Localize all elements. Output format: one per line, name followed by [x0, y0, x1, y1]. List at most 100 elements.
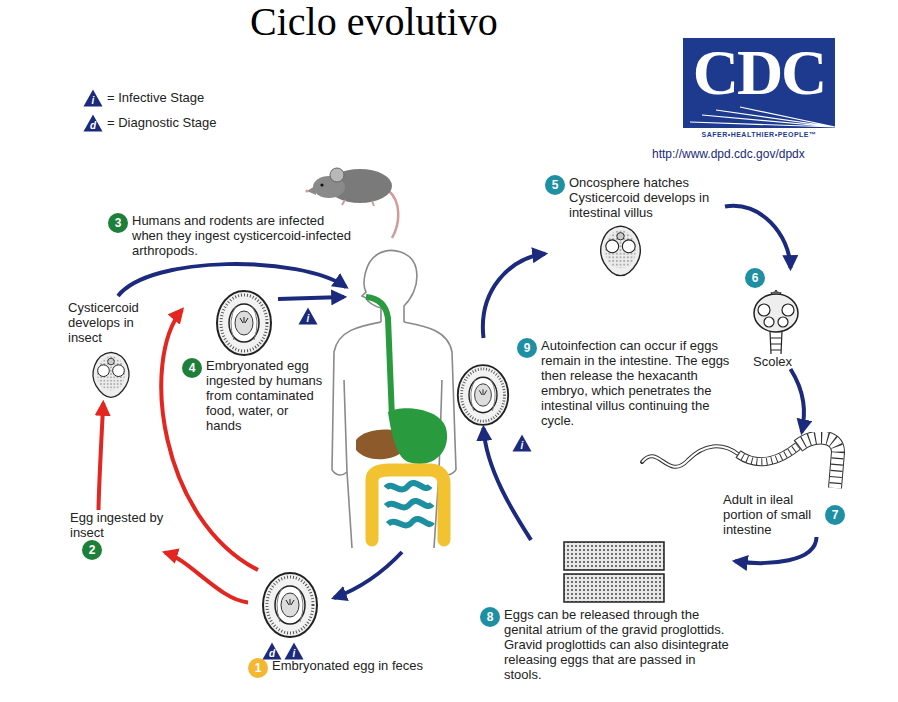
node-row: Egg ingested by insect [70, 510, 165, 540]
stage-caption: Embryonated egg ingested by humans from … [206, 358, 325, 433]
node-row: 2 [70, 540, 165, 560]
callout-number: 3 [108, 213, 128, 233]
node-row [480, 540, 735, 604]
callout-number: 8 [480, 607, 500, 627]
badge-triangle-shape [84, 115, 103, 132]
node-row: 8Eggs can be released through the genita… [480, 607, 735, 682]
cycle-arrow [725, 206, 791, 268]
logo-text: CDC [683, 38, 835, 108]
callout-number: 2 [82, 540, 102, 560]
stage-caption: Egg ingested by insect [70, 510, 165, 540]
stage-node: 1 Embryonated egg in feces [248, 570, 448, 678]
node-row: 3Humans and rodents are infected when th… [108, 213, 358, 258]
illustration-use [263, 573, 317, 637]
stage-badge: d [262, 642, 282, 660]
node-row: 6 [745, 268, 810, 288]
cycle-arrow [735, 537, 817, 563]
stage-node: 8Eggs can be released through the genita… [480, 540, 735, 682]
stage-node: Cysticercoid develops in insect [68, 300, 156, 403]
egg-illustration [260, 570, 320, 640]
logo-text: SAFER•HEALTHIER•PEOPLE™ [683, 130, 835, 139]
stage-caption: Adult in ileal portion of small intestin… [723, 492, 823, 537]
stage-node: 4Embryonated egg ingested by humans from… [182, 288, 327, 433]
node-row [68, 345, 156, 403]
illustration-use [217, 291, 271, 355]
cycle-arrow [165, 553, 248, 603]
cycle-arrow [791, 369, 804, 432]
human-figure [332, 250, 456, 548]
stage-caption: Cysticercoid develops in insect [68, 300, 156, 345]
cyst-illustration [593, 220, 648, 280]
stage-node: 3Humans and rodents are infected when th… [108, 213, 358, 258]
egg-illustration [455, 362, 511, 428]
ingestion-arrow [118, 264, 346, 296]
node-row: 1 Embryonated egg in feces [248, 658, 448, 678]
badge-letter: d [262, 648, 282, 659]
scolex-illustration [749, 288, 804, 354]
node-row [745, 288, 810, 354]
stage-node: 9Autoinfection can occur if eggs remain … [455, 338, 740, 428]
stage-caption: Autoinfection can occur if eggs remain i… [541, 338, 737, 428]
stage-badge: d [83, 114, 103, 132]
callout-number: 9 [517, 338, 537, 358]
badge-letter: i [83, 95, 103, 106]
cycle-arrow [484, 428, 532, 540]
stage-badge: i [284, 642, 304, 660]
badge-letter: i [512, 440, 532, 451]
cyst-illustration [86, 345, 136, 403]
logo-text: http://www.dpd.cdc.gov/dpdx [652, 147, 805, 161]
node-row [638, 432, 848, 492]
badge-letter: d [83, 120, 103, 131]
stage-caption: Oncosphere hatches Cysticercoid develops… [569, 175, 721, 220]
node-row: 4Embryonated egg ingested by humans from… [182, 358, 327, 433]
diagram-title: Ciclo evolutivo [250, 0, 498, 44]
stage-badge: i [83, 89, 103, 107]
cdc-logo [683, 38, 835, 128]
stage-badge: i [512, 434, 532, 452]
badge-triangle-shape [84, 90, 103, 107]
node-row [248, 570, 448, 640]
node-row [480, 604, 735, 607]
illustration-use [601, 226, 640, 275]
illustration-use [754, 290, 798, 354]
badge-letter: i [284, 648, 304, 659]
stage-node: 6Scolex [745, 268, 810, 369]
prog-illustration [562, 540, 667, 604]
badge-triangle-shape [285, 643, 304, 660]
callout-number: 4 [182, 358, 202, 378]
worm-illustration [638, 432, 848, 492]
stage-node: 5Oncosphere hatches Cysticercoid develop… [545, 175, 725, 280]
stage-badge: i [298, 307, 318, 325]
cycle-arrow [483, 254, 545, 338]
callout-number: 7 [825, 505, 845, 525]
cycle-arrow [99, 403, 104, 510]
digestive-tract [356, 297, 447, 540]
illustration-use [564, 542, 664, 602]
stage-node: Egg ingested by insect2 [70, 510, 165, 560]
callout-number: 1 [248, 658, 268, 678]
illustration-use [93, 352, 129, 397]
node-row: 9Autoinfection can occur if eggs remain … [455, 338, 740, 428]
stage-caption: Eggs can be released through the genital… [504, 607, 729, 682]
badge-triangle-shape [513, 435, 532, 452]
legend-text: = Infective Stage [107, 90, 204, 105]
badge-letter: i [298, 313, 318, 324]
illustration-use [642, 438, 838, 488]
badge-triangle-shape [299, 308, 318, 325]
logo-rays [690, 107, 835, 127]
stage-caption: Scolex [753, 354, 792, 369]
stage-node: Adult in ileal portion of small intestin… [638, 432, 848, 537]
stage-caption: Humans and rodents are infected when the… [132, 213, 354, 258]
node-row: 5Oncosphere hatches Cysticercoid develop… [545, 175, 725, 220]
node-row: Cysticercoid develops in insect [68, 300, 156, 345]
callout-number: 6 [745, 268, 765, 288]
badge-triangle-shape [263, 643, 282, 660]
excretion-arrow [334, 552, 402, 598]
callout-number: 5 [545, 175, 565, 195]
node-row: Scolex [745, 354, 810, 369]
stage-caption: Embryonated egg in feces [272, 658, 423, 673]
illustration-use [458, 365, 508, 425]
node-row [545, 220, 725, 280]
ingestion-arrow [278, 297, 344, 299]
